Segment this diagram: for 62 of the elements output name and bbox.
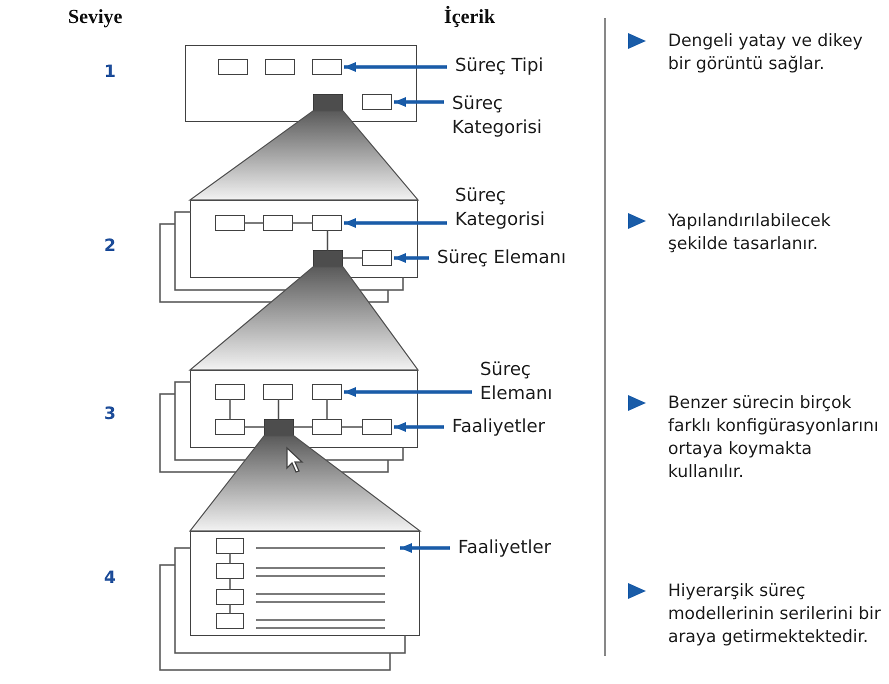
callout-label: Süreç Tipi — [455, 54, 585, 78]
level-number: 2 — [104, 236, 117, 256]
connector-line — [343, 257, 362, 259]
process-box — [216, 538, 244, 554]
callout-label: Faaliyetler — [452, 415, 582, 439]
connector-line — [342, 426, 362, 428]
leader-arrow — [344, 62, 447, 72]
process-box — [312, 384, 342, 400]
process-box — [214, 214, 244, 230]
connector-line — [326, 231, 328, 250]
callout-label: Faaliyetler — [458, 536, 588, 560]
connector-line — [229, 400, 231, 419]
leader-arrow — [394, 253, 429, 263]
callout-label: Süreç Elemanı — [437, 246, 597, 270]
process-box — [214, 418, 244, 434]
process-box — [264, 58, 294, 74]
connector-line — [245, 426, 264, 428]
column-heading: Seviye — [68, 6, 124, 29]
callout-label: Süreç Kategorisi — [455, 184, 575, 232]
process-box — [214, 384, 244, 400]
process-box — [216, 612, 244, 628]
process-panel — [190, 200, 418, 278]
connector-line — [245, 222, 263, 224]
leader-arrow — [344, 218, 447, 228]
process-box — [262, 214, 292, 230]
process-box — [362, 250, 392, 266]
process-panel — [190, 531, 420, 636]
selected-process-box — [264, 418, 294, 436]
leader-arrow — [394, 422, 444, 432]
leader-arrow — [344, 387, 472, 397]
process-box — [218, 58, 248, 74]
leader-arrow — [400, 543, 450, 553]
process-box — [312, 214, 342, 230]
process-box — [312, 418, 342, 434]
bullet-text: Hiyerarşik süreç modellerinin serilerini bir araya getirmektektedir. — [668, 580, 882, 649]
leader-arrow — [394, 97, 444, 107]
level-number: 1 — [104, 62, 117, 82]
connector-line — [229, 579, 231, 589]
process-box — [216, 562, 244, 578]
connector-line — [229, 554, 231, 563]
process-box — [362, 418, 392, 434]
selected-process-box — [312, 94, 342, 110]
connector-line — [294, 426, 312, 428]
level-number: 3 — [104, 404, 117, 424]
callout-label: Süreç Kategorisi — [452, 92, 572, 140]
process-panel — [190, 370, 418, 448]
process-panel — [185, 45, 417, 122]
connector-line — [229, 605, 231, 613]
level-number: 4 — [104, 568, 117, 588]
bullet-text: Dengeli yatay ve dikey bir görüntü sağlar. — [668, 30, 864, 76]
bullet-text: Benzer sürecin birçok farklı konfigürasyonlarını ortaya koymakta kullanılır. — [668, 392, 880, 484]
column-heading: İçerik — [444, 6, 496, 29]
connector-line — [326, 400, 328, 419]
callout-label: Süreç Elemanı — [480, 358, 580, 406]
process-box — [262, 384, 292, 400]
bullet-text: Yapılandırılabilecek şekilde tasarlanır. — [668, 210, 832, 256]
process-box — [216, 588, 244, 604]
process-box — [362, 94, 392, 110]
process-box — [312, 58, 342, 74]
connector-line — [293, 222, 312, 224]
selected-process-box — [312, 250, 342, 266]
connector-line — [278, 400, 280, 419]
